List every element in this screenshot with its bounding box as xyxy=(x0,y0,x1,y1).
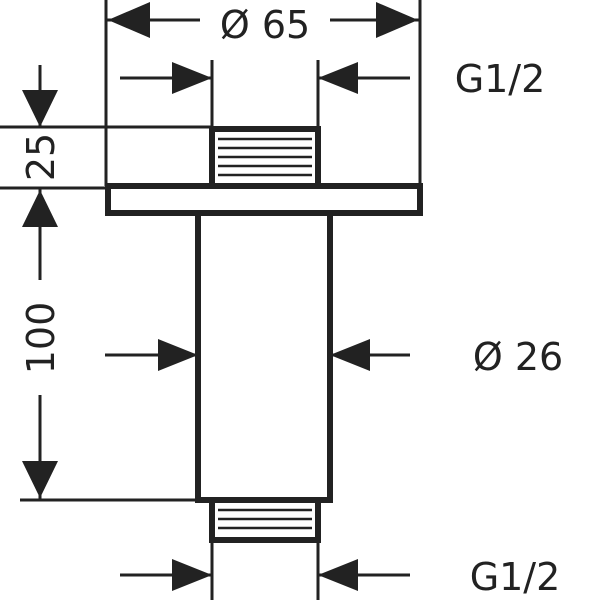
bottom-thread-label: G1/2 xyxy=(470,555,561,599)
arrow-up-icon xyxy=(22,190,58,227)
arrow-down-icon xyxy=(22,461,58,498)
shower-arm xyxy=(105,126,423,543)
arrow-right-icon xyxy=(376,2,418,38)
arrow-right-icon xyxy=(172,559,212,591)
arrowheads xyxy=(22,2,418,591)
tube-diameter-label: Ø 26 xyxy=(473,335,563,379)
thread-lines xyxy=(218,137,312,530)
flange-diameter-label: Ø 65 xyxy=(220,3,310,47)
tube xyxy=(195,210,333,503)
top-thread-label: G1/2 xyxy=(455,57,546,101)
arrow-right-icon xyxy=(172,62,212,94)
flange xyxy=(105,183,423,216)
thread-height-label: 25 xyxy=(19,133,63,181)
arrow-left-icon xyxy=(318,62,358,94)
arrow-right-icon xyxy=(158,339,198,371)
arrow-left-icon xyxy=(330,339,370,371)
tube-length-label: 100 xyxy=(19,302,63,375)
arrow-left-icon xyxy=(318,559,358,591)
arrow-left-icon xyxy=(108,2,150,38)
arrow-down-icon xyxy=(22,90,58,127)
